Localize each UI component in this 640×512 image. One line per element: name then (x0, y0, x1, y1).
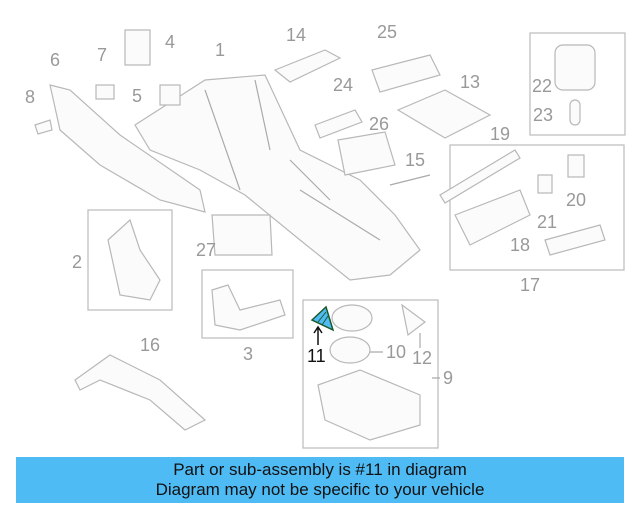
group-box-3 (201, 269, 294, 339)
info-banner: Part or sub-assembly is #11 in diagram D… (16, 457, 624, 503)
part-20 (567, 154, 585, 178)
callout-15: 15 (405, 150, 425, 170)
center-console (134, 74, 421, 281)
mat-12 (401, 303, 426, 337)
callout-11[interactable]: 11 (307, 346, 326, 366)
screw-8 (34, 119, 53, 135)
callout-17: 17 (520, 275, 540, 295)
switch-panel-26 (337, 131, 396, 176)
mat-13 (396, 89, 492, 139)
part-23 (569, 99, 581, 126)
callout-25: 25 (377, 22, 397, 42)
group-box-17 (449, 144, 625, 271)
switch-24 (314, 109, 363, 139)
callout-24: 24 (333, 75, 353, 95)
callout-3: 3 (243, 344, 253, 364)
callout-1: 1 (215, 40, 225, 60)
callout-5: 5 (132, 86, 142, 106)
callout-18: 18 (510, 235, 530, 255)
group-box-22 (529, 32, 626, 136)
callout-19: 19 (490, 124, 510, 144)
callout-26: 26 (369, 114, 389, 134)
callout-2: 2 (72, 252, 82, 272)
callout-6: 6 (50, 50, 60, 70)
callout-10: 10 (386, 342, 406, 362)
trim-strip-19 (439, 149, 521, 204)
mat-10-top (331, 304, 373, 332)
callout-4: 4 (165, 32, 175, 52)
callout-20: 20 (566, 190, 586, 210)
callout-14: 14 (286, 25, 306, 45)
storage-tray-17 (454, 189, 531, 246)
clip-5 (159, 84, 181, 106)
cover-18 (544, 224, 606, 256)
parts-diagram: 1 2 3 4 5 6 7 8 9 10 11 12 13 14 15 16 1… (25, 22, 626, 449)
group-box-9 (302, 299, 439, 449)
bracket-3 (211, 284, 286, 331)
callout-12: 12 (412, 348, 432, 368)
banner-line-disclaimer: Diagram may not be specific to your vehi… (155, 480, 485, 499)
handle-15 (389, 174, 431, 186)
climate-control-25 (371, 54, 441, 93)
callout-9: 9 (443, 368, 453, 388)
callout-27: 27 (196, 240, 216, 260)
callout-21: 21 (537, 212, 557, 232)
cup-holder-22 (554, 44, 596, 91)
clip-7 (95, 84, 115, 100)
switch-27 (211, 214, 273, 256)
bracket-2 (107, 218, 161, 301)
callout-8: 8 (25, 87, 35, 107)
mat-10-bottom (329, 336, 371, 364)
cup-holder-insert-9 (317, 369, 421, 441)
callout-13: 13 (460, 72, 480, 92)
callout-22: 22 (532, 76, 552, 96)
cover-14 (273, 49, 342, 83)
group-box-2 (87, 209, 173, 311)
arrow-11 (313, 325, 323, 345)
clip-4 (124, 29, 151, 66)
callout-7: 7 (97, 45, 107, 65)
air-duct-16 (74, 354, 207, 431)
banner-line-part: Part or sub-assembly is #11 in diagram (173, 460, 467, 479)
callout-23: 23 (533, 105, 553, 125)
part-21 (537, 174, 553, 194)
highlighted-part-11[interactable] (310, 305, 335, 332)
callout-16: 16 (140, 335, 160, 355)
side-trim-panel (49, 84, 206, 213)
